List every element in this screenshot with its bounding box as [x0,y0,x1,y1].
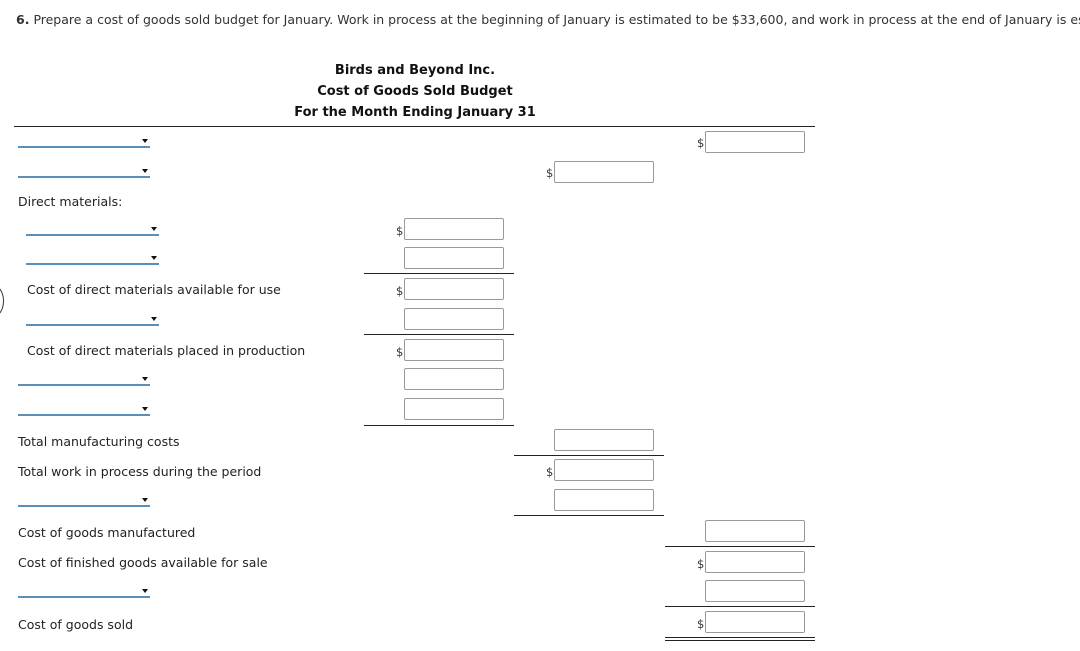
chevron-down-icon [142,169,148,173]
goods-manufactured-label: Cost of goods manufactured [18,525,196,540]
dollar-sign: $ [697,136,705,150]
edge-circle [0,286,4,316]
header-rule [14,126,815,127]
account-dropdown-4[interactable] [26,251,159,265]
chevron-down-icon [151,256,157,260]
amount-input-col2-1[interactable] [554,161,654,183]
amount-input-col3-3[interactable] [705,551,805,573]
chevron-down-icon [151,317,157,321]
account-dropdown-8[interactable] [18,493,150,507]
company-name: Birds and Beyond Inc. [334,63,496,78]
amount-input-col3-1[interactable] [705,131,805,153]
amount-input-col2-3[interactable] [554,459,654,481]
amount-input-col1-4[interactable] [404,308,504,330]
question-number: 6. [16,12,30,27]
dollar-sign: $ [546,166,554,180]
amount-input-col3-2[interactable] [705,520,805,542]
budget-period: For the Month Ending January 31 [294,105,536,120]
budget-title: Cost of Goods Sold Budget [317,84,513,99]
total-wip-label: Total work in process during the period [18,464,262,479]
subtotal-rule [364,273,514,274]
materials-available-label: Cost of direct materials available for u… [27,282,281,297]
account-dropdown-1[interactable] [18,134,150,148]
amount-input-col1-5[interactable] [404,339,504,361]
dollar-sign: $ [396,284,404,298]
question-text: 6. Prepare a cost of goods sold budget f… [16,12,1080,27]
dollar-sign: $ [396,224,404,238]
dollar-sign: $ [396,345,404,359]
chevron-down-icon [142,139,148,143]
amount-input-col1-6[interactable] [404,368,504,390]
amount-input-col1-3[interactable] [404,278,504,300]
dollar-sign: $ [546,465,554,479]
amount-input-col2-4[interactable] [554,489,654,511]
finished-available-label: Cost of finished goods available for sal… [18,555,268,570]
account-dropdown-6[interactable] [18,372,150,386]
account-dropdown-7[interactable] [18,402,150,416]
chevron-down-icon [142,589,148,593]
amount-input-col3-5[interactable] [705,611,805,633]
dollar-sign: $ [697,617,705,631]
amount-input-col1-2[interactable] [404,247,504,269]
question-body: Prepare a cost of goods sold budget for … [33,12,1080,27]
subtotal-rule [364,334,514,335]
cogs-label: Cost of goods sold [18,617,134,632]
amount-input-col1-7[interactable] [404,398,504,420]
double-underline [665,637,815,641]
chevron-down-icon [142,498,148,502]
chevron-down-icon [151,227,157,231]
account-dropdown-5[interactable] [26,312,159,326]
chevron-down-icon [142,407,148,411]
chevron-down-icon [142,377,148,381]
materials-placed-label: Cost of direct materials placed in produ… [27,343,306,358]
direct-materials-label: Direct materials: [18,194,123,209]
account-dropdown-3[interactable] [26,222,159,236]
amount-input-col3-4[interactable] [705,580,805,602]
subtotal-rule [364,425,514,426]
account-dropdown-2[interactable] [18,164,150,178]
subtotal-rule [514,455,664,456]
subtotal-rule [665,606,815,607]
subtotal-rule [665,546,815,547]
amount-input-col2-2[interactable] [554,429,654,451]
subtotal-rule [514,515,664,516]
dollar-sign: $ [697,557,705,571]
amount-input-col1-1[interactable] [404,218,504,240]
total-manufacturing-label: Total manufacturing costs [18,434,180,449]
account-dropdown-9[interactable] [18,584,150,598]
